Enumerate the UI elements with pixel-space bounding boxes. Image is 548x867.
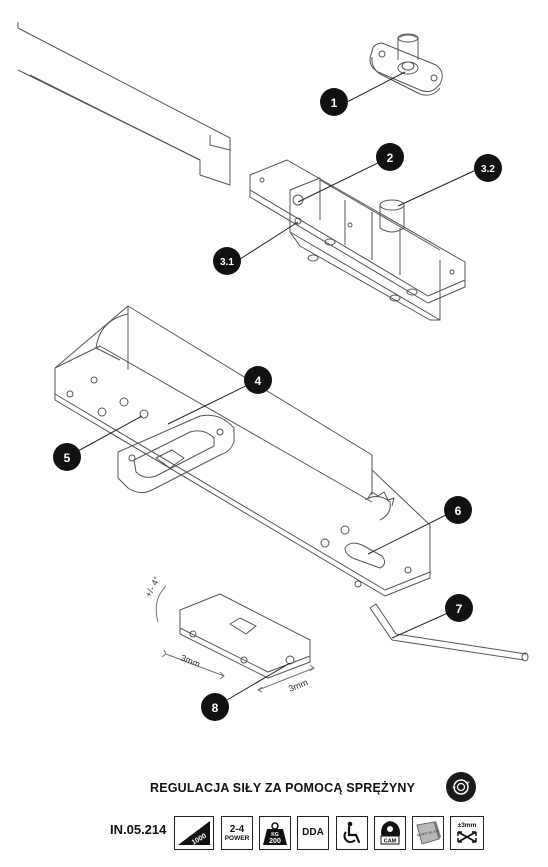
callout-markers: 1 2 3.1 3.2 4 5 6 7: [53, 88, 502, 721]
callout-4: 4: [244, 366, 272, 394]
callout-3-2-label: 3.2: [481, 164, 495, 175]
cycles-badge: 1000: [174, 816, 214, 850]
spring-adjust-icon: − +: [446, 772, 476, 802]
finish-label: SILVER / BLACK: [416, 829, 439, 838]
callout-8-label: 8: [212, 701, 219, 715]
weight-unit: KG: [271, 832, 279, 838]
power-label: POWER: [224, 834, 250, 842]
dda-badge: DDA: [297, 816, 329, 850]
callout-4-label: 4: [255, 374, 262, 388]
dimension-arrows: [155, 585, 315, 693]
product-code: IN.05.214: [110, 822, 167, 837]
accessibility-badge: [336, 816, 368, 850]
callout-2: 2: [376, 143, 404, 171]
callout-7: 7: [445, 594, 473, 622]
door-frame-rail: [17, 22, 231, 186]
adjust-badge: ±3mm: [450, 816, 484, 850]
power-value: 2-4: [229, 823, 245, 835]
weight-icon: KG 200: [263, 822, 287, 845]
callout-5-label: 5: [64, 451, 71, 465]
callout-3-1-label: 3.1: [220, 257, 234, 268]
callout-6-label: 6: [455, 504, 462, 518]
offset-right-label: 3mm: [287, 677, 309, 694]
callout-6: 6: [444, 496, 472, 524]
callout-2-label: 2: [387, 151, 394, 165]
wheelchair-icon: [343, 821, 361, 844]
hex-key-part: [369, 603, 529, 662]
cam-badge: CAM: [374, 816, 406, 850]
dda-label: DDA: [302, 827, 324, 838]
closer-body: [54, 305, 431, 597]
power-badge: 2-4 POWER: [221, 816, 253, 850]
adjust-arrows-icon: [457, 830, 477, 843]
callout-1-label: 1: [331, 96, 338, 110]
weight-badge: KG 200: [259, 816, 291, 850]
callout-8: 8: [201, 693, 229, 721]
callout-1: 1: [320, 88, 348, 116]
adjust-label: ±3mm: [457, 821, 477, 829]
mounting-plate-part: [117, 414, 235, 494]
cam-label: CAM: [384, 839, 397, 845]
leader-lines: [66, 71, 477, 708]
offset-left-label: 3mm: [179, 653, 201, 670]
finish-badge: SILVER / BLACK: [412, 816, 444, 850]
pivot-bearing-part: [369, 33, 443, 96]
svg-text:+: +: [466, 780, 470, 787]
finish-swatch-icon: SILVER / BLACK: [416, 821, 441, 845]
cycles-icon: 1000: [178, 821, 210, 847]
weight-value: 200: [269, 838, 281, 845]
callout-3-1: 3.1: [213, 247, 241, 275]
feature-caption: REGULACJA SIŁY ZA POMOCĄ SPRĘŻYNY: [150, 781, 416, 795]
svg-text:−: −: [452, 785, 456, 792]
top-pivot-housing: [249, 159, 466, 321]
adjustment-plate-part: [179, 593, 311, 679]
callout-3-2: 3.2: [474, 154, 502, 182]
cam-icon: CAM: [380, 821, 400, 845]
callout-5: 5: [53, 443, 81, 471]
callout-7-label: 7: [456, 602, 463, 616]
